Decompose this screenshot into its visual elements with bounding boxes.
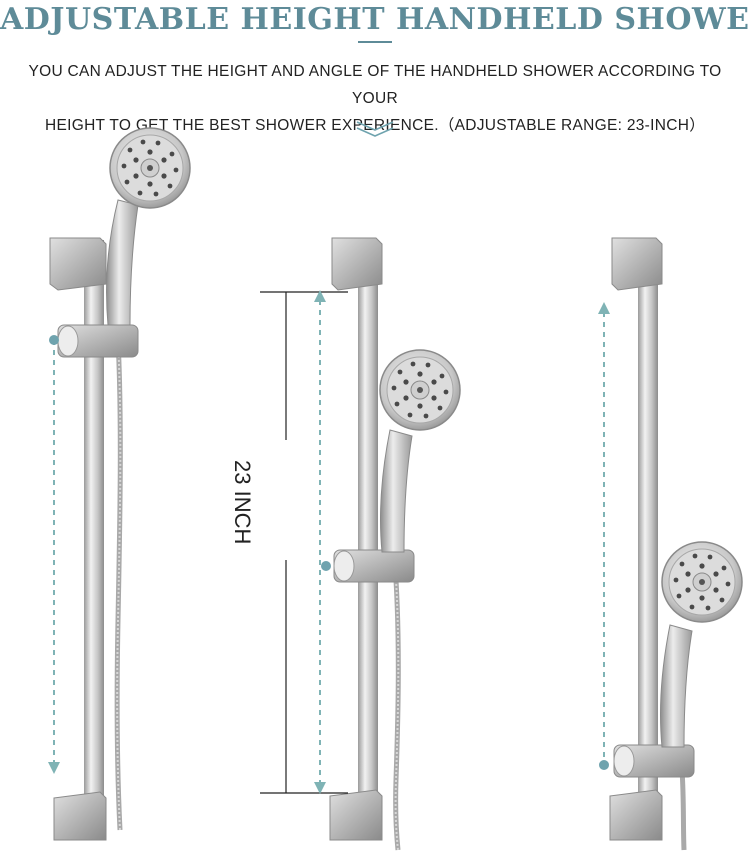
subtitle-line-1: YOU CAN ADJUST THE HEIGHT AND ANGLE OF T… — [28, 63, 722, 107]
shower-bar-position-high — [48, 127, 191, 841]
subtitle-line-2: HEIGHT TO GET THE BEST SHOWER EXPERIENCE… — [44, 117, 706, 134]
shower-bar-position-low — [598, 237, 743, 851]
double-chevron-down-icon — [356, 121, 394, 137]
page-title: ADJUSTABLE HEIGHT HANDHELD SHOWER — [0, 2, 750, 37]
dimension-label: 23 INCH — [230, 460, 255, 545]
shower-bar-position-middle — [260, 237, 461, 851]
title-underline — [358, 41, 392, 43]
subtitle: YOU CAN ADJUST THE HEIGHT AND ANGLE OF T… — [10, 58, 740, 139]
